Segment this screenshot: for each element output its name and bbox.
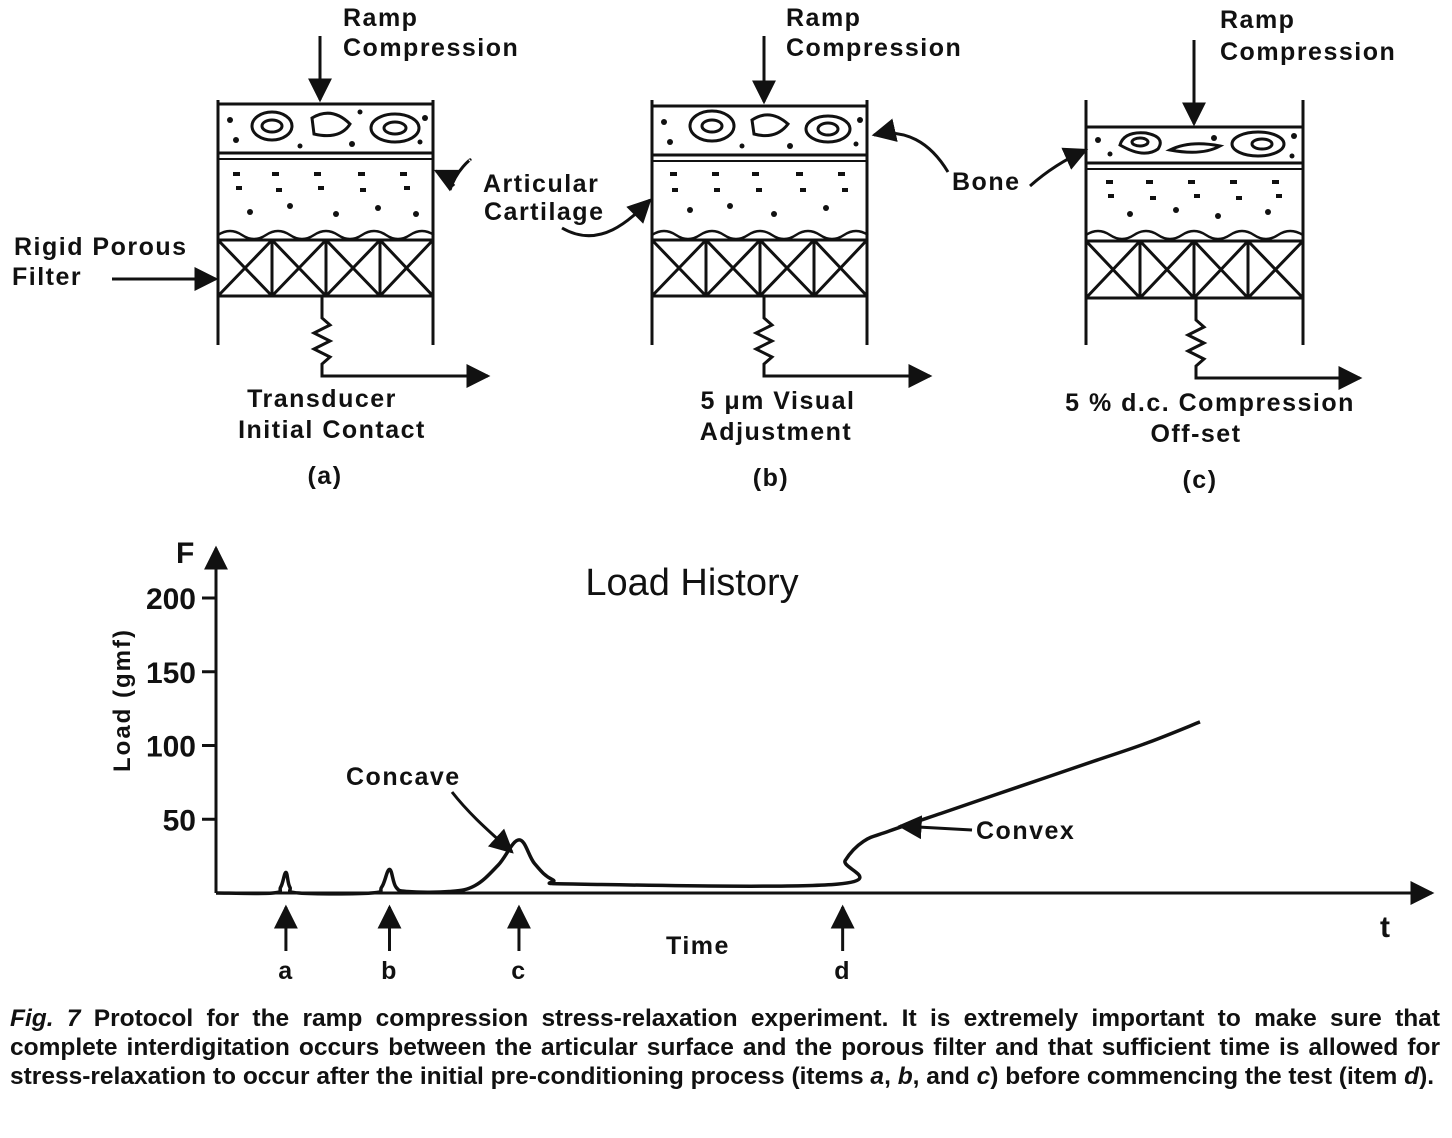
specimen-diagram-a (216, 36, 491, 388)
figure-canvas: Ramp Compression Transducer Initial Cont… (12, 4, 1435, 985)
x-axis-label: Time (666, 932, 730, 960)
panel-tag-c: (c) (1182, 466, 1217, 494)
y-tick-label: 100 (146, 731, 196, 764)
bottom-label-c-2: Off-set (1150, 420, 1241, 448)
panel-b: Ramp Compression 5 μm Visual Adjustment … (650, 4, 962, 492)
y-tick-label: 150 (146, 657, 196, 690)
caption-part: b (897, 1063, 913, 1090)
caption-part: , and (912, 1063, 977, 1090)
panel-tag-a: (a) (307, 462, 342, 490)
x-axis-symbol: t (1380, 911, 1390, 944)
event-label-d: d (834, 957, 851, 985)
figure-caption: Fig. 7 Protocol for the ramp compression… (10, 1004, 1440, 1091)
y-axis-label: Load (gmf) (109, 628, 136, 772)
panel-c: Ramp Compression 5 % d.c. Compression Of… (1065, 6, 1396, 494)
filter-callout: Rigid Porous Filter (12, 233, 219, 291)
compression-label-c: Compression (1220, 38, 1396, 66)
event-label-a: a (278, 957, 293, 985)
load-curve (215, 720, 1201, 896)
concave-annotation: Concave (346, 763, 461, 791)
cartilage-callout: Articular Cartilage (433, 158, 652, 238)
caption-text: Protocol for the ramp compression stress… (10, 1005, 1440, 1090)
cartilage-label-2: Cartilage (484, 198, 604, 226)
caption-part: Protocol for the ramp compression stress… (10, 1005, 1441, 1090)
bottom-label-a-1: Transducer (247, 385, 397, 413)
caption-part: c (976, 1063, 991, 1090)
cartilage-label-1: Articular (483, 170, 599, 198)
caption-part: d (1404, 1063, 1420, 1090)
caption-part: , (884, 1063, 898, 1090)
caption-part: ) before commencing the test (item (990, 1063, 1405, 1090)
y-ticks: 50 100 150 200 (146, 583, 216, 837)
ramp-label-a: Ramp (343, 4, 418, 32)
bottom-label-b-2: Adjustment (700, 418, 853, 446)
chart-title: Load History (585, 562, 798, 604)
caption-part: ). (1419, 1063, 1435, 1090)
caption-fig-number: Fig. 7 (10, 1005, 81, 1032)
event-markers: a b c d (273, 904, 855, 985)
y-tick-label: 50 (163, 804, 196, 837)
load-history-chart: F t Load History Load (gmf) Time 50 100 15… (109, 537, 1435, 985)
event-label-c: c (511, 957, 526, 985)
panel-a: Ramp Compression Transducer Initial Cont… (216, 4, 519, 490)
bone-label: Bone (952, 168, 1021, 196)
compression-label-a: Compression (343, 34, 519, 62)
panel-tag-b: (b) (753, 464, 789, 492)
filter-label-2: Filter (12, 263, 82, 291)
y-axis-symbol: F (176, 537, 194, 570)
specimen-diagram-b (650, 36, 933, 388)
caption-part: a (870, 1063, 885, 1090)
convex-annotation: Convex (976, 817, 1075, 845)
ramp-label-c: Ramp (1220, 6, 1295, 34)
bone-callout: Bone (871, 118, 1089, 196)
bottom-label-b-1: 5 μm Visual (700, 387, 855, 415)
concave-arrow (450, 791, 514, 854)
y-tick-label: 200 (146, 583, 196, 616)
compression-label-b: Compression (786, 34, 962, 62)
ramp-label-b: Ramp (786, 4, 861, 32)
bottom-label-c-1: 5 % d.c. Compression (1065, 389, 1355, 417)
event-label-b: b (381, 957, 398, 985)
specimen-diagram-c (1084, 40, 1363, 390)
bottom-label-a-2: Initial Contact (238, 416, 426, 444)
convex-arrow (897, 815, 973, 840)
filter-label-1: Rigid Porous (14, 233, 188, 261)
